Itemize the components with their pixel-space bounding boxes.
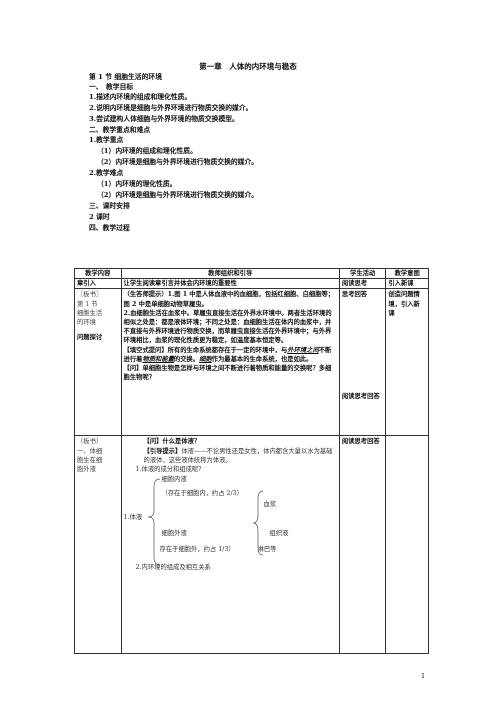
underlined-term: 细胞 <box>199 355 212 363</box>
heading-goals: 一、 教学目标 <box>89 83 134 91</box>
goal-1: 1.描述内环境的组成和理化性质。 <box>89 93 192 101</box>
goal-2: 2.说明内环境是细胞与外界环境进行物质交换的媒介。 <box>89 104 253 112</box>
board-label: 〔板书〕 <box>77 438 103 446</box>
tree-root: 1.体液 <box>123 514 143 522</box>
body-fluid-question: 【问】什么是体液？ <box>143 438 201 446</box>
relation-question: 2.内环境的组成及相互关系 <box>135 564 211 572</box>
row2-intent: 创造问题情境，引入新课 <box>385 288 429 437</box>
student-activity-1: 思考回答 <box>341 291 368 299</box>
row3-content: 〔板书〕 一、体细 胞生在细 胞外液 <box>74 435 122 655</box>
row3-intent <box>385 435 429 655</box>
heading-process: 四、教学过程 <box>89 224 130 232</box>
board-label: 〖板书〗 <box>77 291 103 299</box>
header-content: 教学内容 <box>74 267 122 280</box>
teaching-process-table: 教学内容 教师组织和引导 学生活动 教学意图 章引入 让学生阅读章引言并体会内环… <box>74 267 429 655</box>
heading-hours: 三、课时安排 <box>89 202 130 210</box>
header-intent: 教学意图 <box>385 267 429 280</box>
answer-paragraph-2: 2.血细胞生活在血浆中。草履虫直接生活在外界水环境中。两者生活环境的相似之处是：… <box>123 309 332 345</box>
key-title: 1.教学重点 <box>89 136 124 144</box>
board-line: 的环境 <box>77 319 96 327</box>
student-activity-2: 阅读思考回答 <box>341 392 380 400</box>
question-paragraph: 【问】单细胞生物是怎样与环境之间不断进行着物质和能量的交换呢？多细胞生物呢？ <box>123 365 332 382</box>
row2-student: 思考回答 阅读思考回答 <box>338 288 387 437</box>
tree-intracellular-note: （存在于细胞内，约占 2/3） <box>161 490 243 498</box>
diff-item-2: （2）内环境是细胞与外界环境进行物质交换的媒介。 <box>97 191 259 199</box>
section-title: 第 1 节 细胞生活的环境 <box>89 73 162 81</box>
row3-student: 阅读思考回答 <box>338 435 387 655</box>
intro-teacher: 让学生阅读章引言并体会内环境的重要性 <box>120 278 340 290</box>
answer-paragraph-1: （生答师提示）1.图 1 中是人体血液中的血细胞，包括红细胞、白细胞等；图 2 … <box>123 291 335 308</box>
board-line: 细胞生活 <box>77 309 103 317</box>
goal-3: 3.尝试建构人体细胞与外界环境的物质交换模型。 <box>89 115 239 123</box>
hint-paragraph: 【引导提示】体液——不论男性还是女性，体内都含大量以水为基础的液体，这些液体统称… <box>143 447 333 464</box>
diff-item-1: （1）内环境的理化性质。 <box>97 180 177 188</box>
tree-extracellular: 细胞外液 <box>161 530 187 538</box>
body-fluid-tree: 细胞内液 （存在于细胞内，约占 2/3） 1.体液 血浆 细胞外液 组织液 存在… <box>124 475 337 573</box>
composition-question: 1.体液的成分和组成呢？ <box>135 466 205 474</box>
underlined-term: 外环境之间 <box>287 346 319 354</box>
board-line: 第 1 节 <box>77 300 98 308</box>
tree-extracellular-note: 存在于细胞外，约占 1/3） <box>159 546 235 554</box>
header-teacher: 教师组织和引导 <box>120 267 340 280</box>
page-number: 1 <box>421 672 426 680</box>
board-line: 胞生在细 <box>77 456 103 464</box>
tree-plasma: 血浆 <box>263 501 277 509</box>
board-line: 胞外液 <box>77 466 96 474</box>
intro-intent: 引入新课 <box>385 278 429 290</box>
tree-tissue-fluid: 组织液 <box>269 530 289 538</box>
bracket-lines <box>147 478 263 566</box>
chapter-title: 第一章 人体的内环境与稳态 <box>199 62 297 71</box>
table-header-row: 教学内容 教师组织和引导 学生活动 教学意图 <box>74 267 429 280</box>
tree-intracellular: 细胞内液 <box>161 476 187 484</box>
row2-content: 〖板书〗 第 1 节 细胞生活 的环境 问题探讨 <box>74 288 122 437</box>
diff-title: 2.教学难点 <box>89 169 124 177</box>
key-item-2: （2）内环境是细胞与外界环境进行物质交换的媒介。 <box>97 158 259 166</box>
tree-lymph: 淋巴等 <box>257 546 277 554</box>
underlined-term: 物质和能量 <box>142 355 174 363</box>
row3-teacher: 【问】什么是体液？ 【引导提示】体液——不论男性还是女性，体内都含大量以水为基础… <box>120 435 340 655</box>
hours-value: 2 课时 <box>89 213 110 221</box>
header-student: 学生活动 <box>338 267 387 280</box>
key-item-1: （1）内环境的组成和理化性质。 <box>97 147 197 155</box>
table-row-intro: 章引入 让学生阅读章引言并体会内环境的重要性 阅读思考 引入新课 <box>74 278 429 290</box>
row2-teacher: （生答师提示）1.图 1 中是人体血液中的血细胞，包括红细胞、白细胞等；图 2 … <box>120 288 340 437</box>
intro-student: 阅读思考 <box>338 278 387 290</box>
board-line: 一、体细 <box>77 447 103 455</box>
table-row-problem: 〖板书〗 第 1 节 细胞生活 的环境 问题探讨 （生答师提示）1.图 1 中是… <box>74 288 429 437</box>
table-row-body-fluid: 〔板书〕 一、体细 胞生在细 胞外液 【问】什么是体液？ 【引导提示】体液——不… <box>74 435 429 655</box>
heading-key-points: 二、教学重点和难点 <box>89 126 151 134</box>
fill-in-paragraph: 【填空式提问】所有的生命系统都存在于一定的环境中，与外环境之间不断进行着物质和能… <box>123 346 332 363</box>
problem-explore-label: 问题探讨 <box>77 334 103 342</box>
intro-content: 章引入 <box>74 278 122 290</box>
